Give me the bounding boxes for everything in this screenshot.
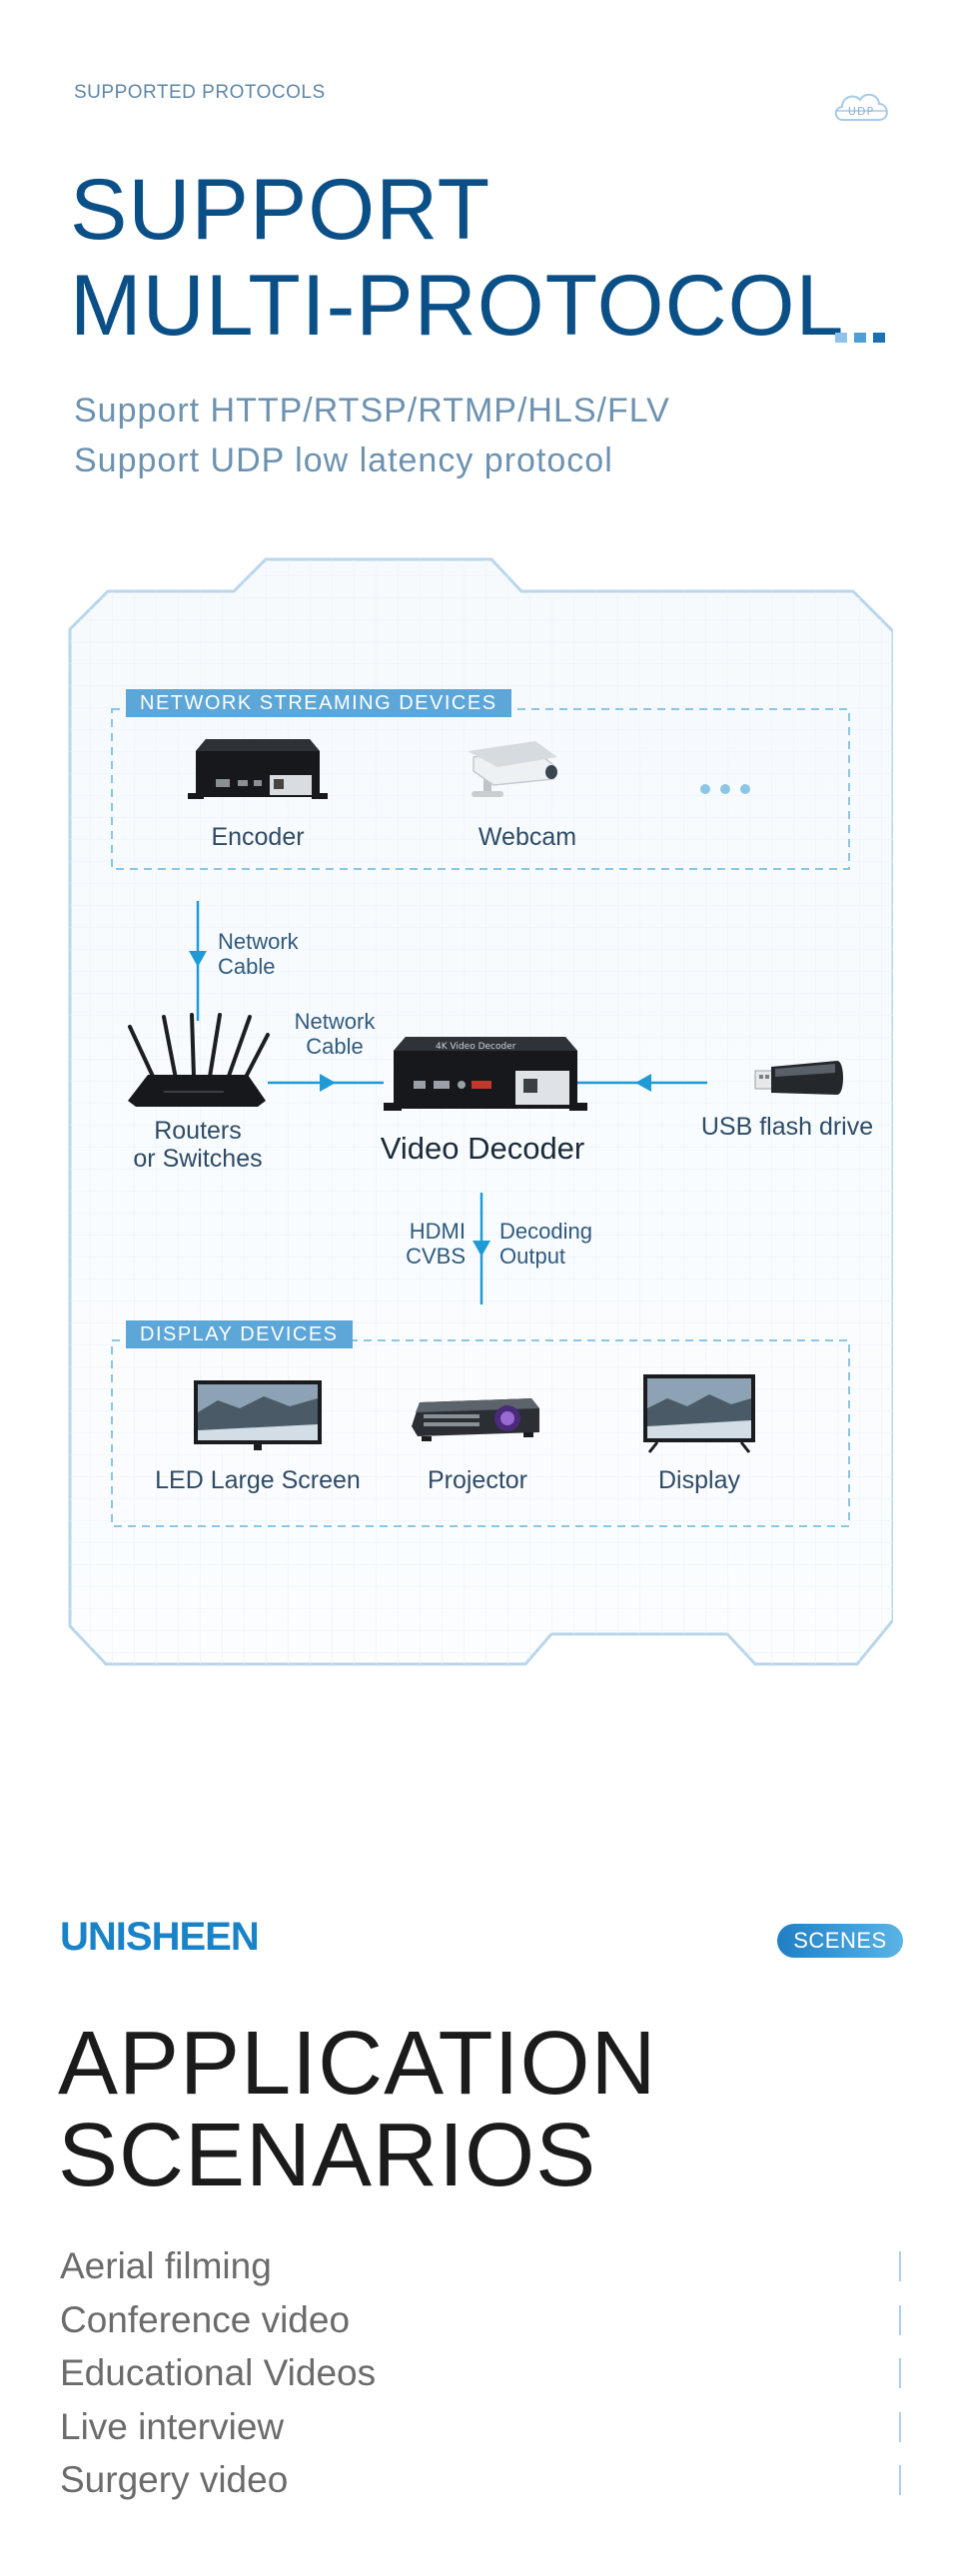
display-group-label: DISPLAY DEVICES (126, 1320, 353, 1348)
scenario-item-label: Surgery video (60, 2459, 289, 2500)
webcam-icon (468, 741, 557, 797)
cable2-line2: Cable (306, 1034, 364, 1059)
projector-icon (412, 1398, 539, 1441)
led-large-screen-icon (194, 1380, 322, 1450)
scenario-divider (899, 2358, 901, 2388)
udp-cloud-icon: UDP (834, 93, 888, 121)
router-label-line2: or Switches (133, 1145, 263, 1173)
protocol-subtitle-line1: Support HTTP/RTSP/RTMP/HLS/FLV (74, 392, 670, 429)
video-decoder-label: Video Decoder (380, 1131, 585, 1166)
scenario-item-label: Conference video (60, 2298, 351, 2340)
arrow-right-icon (320, 1074, 336, 1092)
dot-mid (854, 333, 866, 343)
output-left-line1: HDMI (409, 1219, 466, 1244)
webcam-label: Webcam (478, 823, 577, 851)
video-decoder-device-icon: 4K Video Decoder (384, 1037, 587, 1111)
scenario-item: Live interview (60, 2400, 901, 2454)
scenarios-title-line2: SCENARIOS (58, 2106, 597, 2205)
scenario-item: Aerial filming (60, 2239, 901, 2293)
encoder-label: Encoder (211, 823, 305, 851)
scenario-item: Educational Videos (60, 2346, 901, 2400)
network-cable-label-1: Network Cable (218, 929, 299, 979)
usb-flash-drive-label: USB flash drive (700, 1113, 874, 1141)
scenario-divider (899, 2251, 901, 2281)
decorative-dots (835, 333, 885, 343)
udp-icon-label: UDP (848, 105, 874, 118)
router-label: Routers or Switches (98, 1117, 298, 1173)
arrow-down-icon (189, 951, 207, 967)
scenes-badge: SCENES (777, 1924, 903, 1958)
more-devices-icon (700, 784, 750, 794)
cable1-line1: Network (218, 929, 299, 954)
arrow-left-icon (635, 1074, 651, 1092)
router-label-line1: Routers (154, 1117, 242, 1145)
output-left-line2: CVBS (406, 1244, 466, 1269)
protocol-title-line2: MULTI-PROTOCOL (70, 258, 845, 354)
display-label: Display (658, 1466, 740, 1494)
dot-light (835, 333, 847, 343)
output-right-line1: Decoding (499, 1219, 592, 1244)
section-label: SUPPORTED PROTOCOLS (74, 82, 326, 103)
router-icon (128, 1013, 270, 1107)
protocol-title: SUPPORT MULTI-PROTOCOL (70, 162, 844, 354)
protocol-subtitle-line2: Support UDP low latency protocol (74, 441, 613, 479)
protocol-subtitle: Support HTTP/RTSP/RTMP/HLS/FLV Support U… (74, 386, 670, 485)
scenario-list: Aerial filming Conference video Educatio… (60, 2239, 901, 2507)
arrow-down-icon (473, 1241, 490, 1257)
decoder-device-text: 4K Video Decoder (436, 1042, 516, 1052)
scenario-divider (899, 2465, 901, 2495)
output-right-line2: Output (499, 1244, 566, 1269)
display-icon (643, 1374, 755, 1453)
diagram-frame: 4K Video Decoder (68, 557, 893, 1666)
output-signal-label: HDMI CVBS (394, 1219, 466, 1269)
scenario-item-label: Aerial filming (60, 2245, 272, 2286)
scenarios-title: APPLICATION SCENARIOS (58, 2018, 656, 2201)
brand-logo: UNISHEEN (60, 1915, 260, 1959)
encoder-device-icon (188, 739, 328, 799)
network-cable-label-2: Network Cable (280, 1009, 390, 1059)
projector-label: Projector (427, 1466, 528, 1494)
scenario-item: Conference video (60, 2293, 901, 2347)
network-group-label: NETWORK STREAMING DEVICES (126, 689, 511, 717)
cable1-line2: Cable (218, 954, 276, 979)
scenario-divider (899, 2411, 901, 2442)
scenario-divider (899, 2304, 901, 2335)
dot-dark (873, 333, 885, 343)
usb-flash-drive-icon (754, 1061, 843, 1095)
topology-diagram: 4K Video Decoder (68, 553, 893, 1668)
decoding-output-label: Decoding Output (499, 1219, 592, 1269)
cable2-line1: Network (294, 1009, 376, 1034)
scenarios-title-line1: APPLICATION (58, 2014, 657, 2114)
led-large-screen-label: LED Large Screen (155, 1466, 361, 1494)
scenario-item-label: Educational Videos (60, 2352, 377, 2393)
scenario-item: Surgery video (60, 2453, 901, 2507)
protocol-title-line1: SUPPORT (70, 162, 491, 258)
scenario-item-label: Live interview (60, 2405, 285, 2447)
